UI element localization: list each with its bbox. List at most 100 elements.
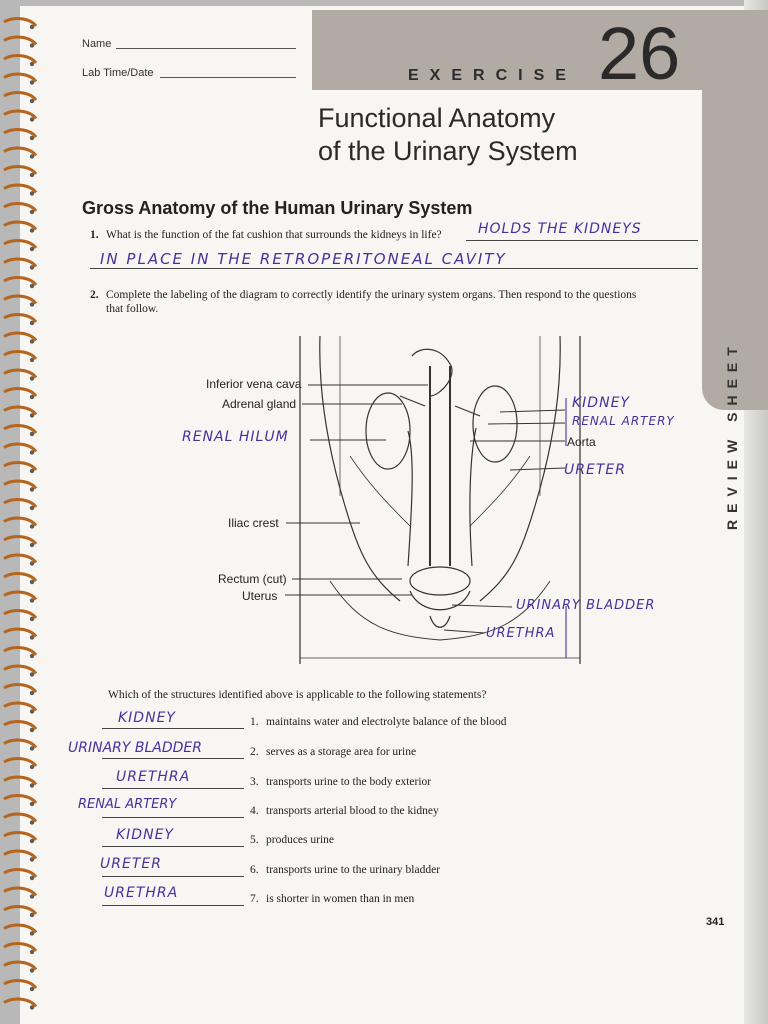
binding-hole [29,283,35,289]
spiral-coil [3,794,38,805]
spiral-coil [3,923,38,934]
label-uterus: Uterus [242,589,278,603]
binding-hole [29,598,35,603]
spiral-coil [3,849,38,860]
binding-hole [29,931,35,936]
spiral-coil [3,276,38,287]
spiral-coil [3,831,38,842]
spiral-coil [3,960,38,971]
binding-hole [29,357,35,363]
answer-line[interactable] [102,846,244,847]
hand-label-renal-artery: RENAL ARTERY [572,414,675,428]
spiral-coil [3,516,38,527]
binding-hole [29,228,35,233]
question-1-number: 1. [90,229,99,241]
binding-hole [29,783,35,788]
binding-hole [29,172,35,178]
hand-label-ureter: URETER [564,462,626,478]
worksheet-page [20,6,768,1024]
binding-hole [29,24,35,30]
answer-1-line-b[interactable] [90,268,698,269]
binding-hole [29,672,35,677]
answer-line[interactable] [102,728,244,729]
spiral-coil [3,646,38,657]
page-number: 341 [706,916,725,928]
statement-number: 6. [250,864,259,876]
statement-text: transports urine to the urinary bladder [266,864,441,876]
exercise-number: 26 [598,12,681,95]
spiral-coil [3,590,38,601]
spiral-coil [3,294,38,305]
binding-hole [29,542,35,548]
spiral-coil [3,775,38,786]
binding-hole [29,376,35,381]
statements-prompt: Which of the structures identified above… [108,689,487,701]
binding-hole [29,209,35,215]
hand-label-kidney: KIDNEY [572,395,630,411]
binding-hole [29,468,35,474]
statement-number: 5. [250,834,259,846]
name-label: Name [82,38,112,50]
spiral-coil [3,368,38,379]
binding-hole [29,413,35,418]
binding-hole [29,431,35,437]
binding-hole [29,246,35,252]
spiral-coil [3,257,38,268]
label-iliac-crest: Iliac crest [228,516,279,530]
spiral-coil [3,942,38,953]
exercise-label: EXERCISE [408,67,577,84]
binding-hole [29,524,35,529]
binding-hole [29,801,35,807]
binding-hole [29,968,35,973]
answer-line[interactable] [102,788,244,789]
binding-hole [29,912,35,918]
page-title: Functional Anatomy of the Urinary System [318,103,578,166]
statement-text: serves as a storage area for urine [266,746,417,758]
binding-hole [29,191,35,196]
binding-hole [29,986,35,992]
spiral-coil [3,183,38,194]
hand-label-urinary-bladder: URINARY BLADDER [516,598,656,613]
statement-answer: KIDNEY [116,827,174,843]
answer-line[interactable] [102,817,244,818]
spiral-coil [3,350,38,361]
name-field[interactable] [116,48,296,49]
binding-hole [29,690,35,696]
statement-text: transports arterial blood to the kidney [266,805,439,817]
statement-answer: URETHRA [104,885,179,901]
hand-label-urethra: URETHRA [486,626,556,641]
binding-hole [29,838,35,844]
statement-answer: KIDNEY [118,710,176,726]
answer-1-part1: HOLDS THE KIDNEYS [478,221,642,237]
spiral-coil [3,905,38,916]
spiral-coil [3,886,38,897]
spiral-coil [3,72,38,83]
urinary-system-diagram [299,336,581,664]
exercise-banner [312,10,768,90]
review-sheet-tab [702,88,768,410]
question-1-text: What is the function of the fat cushion … [106,229,442,241]
answer-line[interactable] [102,876,244,877]
binding-hole [29,616,35,622]
question-2-number: 2. [90,289,99,301]
spiral-coil [3,442,38,453]
lab-time-field[interactable] [160,77,296,78]
binding-hole [29,894,35,899]
binding-hole [29,505,35,511]
spiral-coil [3,738,38,749]
statement-answer: URETHRA [116,769,191,785]
spiral-coil [3,239,38,250]
spiral-coil [3,701,38,712]
answer-line[interactable] [102,905,244,906]
binding-hole [29,487,35,492]
binding-hole [29,875,35,881]
spiral-coil [3,405,38,416]
answer-line[interactable] [102,758,244,759]
statement-text: transports urine to the body exterior [266,776,432,788]
binding-hole [29,117,35,122]
answer-1-line-a[interactable] [466,240,698,241]
binding-hole [29,265,35,270]
statement-answer: URETER [100,856,162,872]
label-adrenal-gland: Adrenal gland [222,397,297,411]
label-aorta: Aorta [567,435,596,449]
